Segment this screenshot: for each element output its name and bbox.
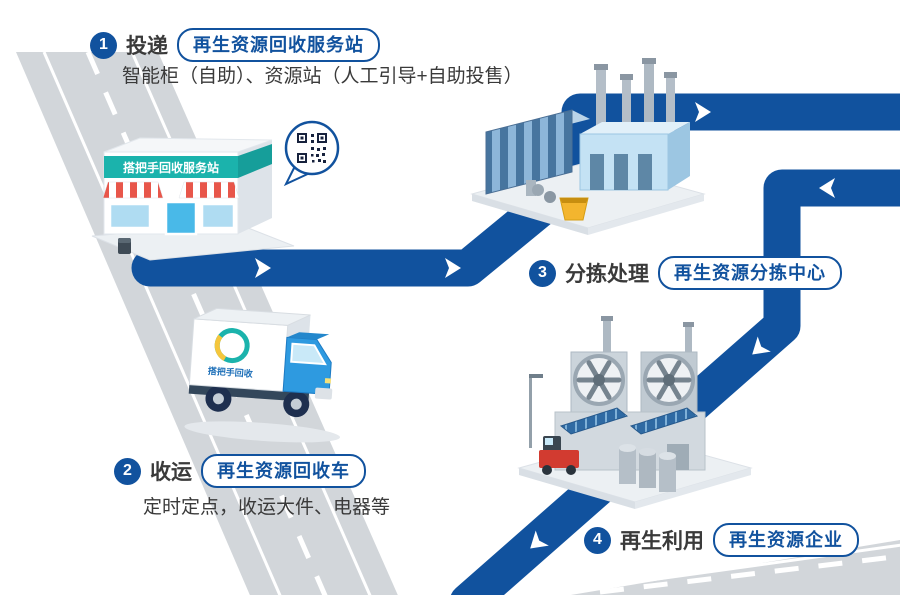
truck-logo-text: 搭把手回收 (207, 365, 253, 379)
store-sign-side (238, 144, 272, 178)
panel-shed (485, 109, 573, 195)
platform-edge (519, 468, 635, 509)
step-2-pill: 再生资源回收车 (201, 454, 366, 488)
sorting-machines (526, 180, 556, 203)
flow-arrow-icon (445, 258, 461, 278)
sorting-center-chimneys (594, 58, 677, 130)
warehouse-doors (590, 154, 652, 190)
truck-box-top (193, 307, 311, 326)
truck-cab-roof (286, 332, 330, 340)
sorting-center-illustration (470, 58, 706, 235)
step-1-description: 智能柜（自助）、资源站（人工引导+自助投售） (122, 66, 523, 87)
step-1: 1 投递 再生资源回收服务站 (90, 28, 380, 62)
truck-wheel-hub (290, 398, 302, 410)
step-3-number-badge: 3 (529, 259, 556, 287)
flow-arrow-icon (530, 530, 549, 549)
truck-windshield (290, 342, 327, 366)
store-sign-band (104, 156, 238, 178)
step-2-description: 定时定点，收运大件、电器等 (143, 497, 391, 518)
flow-arrow-icon (695, 102, 711, 122)
solar-panel-array (629, 407, 699, 435)
truck-wheel-hub (212, 393, 224, 405)
store-window-right (200, 202, 236, 230)
cooling-fan-icon (643, 354, 695, 406)
yellow-dumpster-opening (560, 198, 588, 203)
warehouse-side (668, 122, 690, 190)
street-lamp-head (529, 374, 543, 378)
qr-code-icon (297, 133, 327, 163)
flow-arrow-icon (752, 336, 771, 355)
step-3: 3 分拣处理 再生资源分拣中心 (529, 256, 842, 290)
truck-headlight (324, 378, 332, 384)
step-2-number-badge: 2 (114, 457, 141, 485)
step-2-title: 收运 (150, 461, 192, 484)
warehouse-roof (580, 122, 690, 134)
step-3-pill: 再生资源分拣中心 (658, 256, 842, 290)
step-4-title: 再生利用 (620, 530, 704, 553)
bottom-road-center-dashes (599, 553, 900, 595)
step-1-title: 投递 (126, 35, 168, 58)
flow-arrows (255, 102, 835, 549)
step-4-pill: 再生资源企业 (713, 523, 859, 557)
store-sign-text: 搭把手回收服务站 (123, 160, 219, 175)
cooling-fan-icon (573, 354, 625, 406)
plant-chimneys (601, 316, 694, 354)
step-1-number-badge: 1 (90, 31, 117, 59)
truck-bumper (314, 387, 333, 400)
truck-illustration: 搭把手回收 (184, 307, 341, 443)
truck-shadow (184, 421, 341, 443)
store-awning-right (178, 181, 240, 199)
red-loader-machine (539, 436, 579, 475)
store-awning-left (102, 181, 164, 199)
step-2: 2 收运 再生资源回收车 (114, 454, 366, 488)
store-door (164, 200, 198, 236)
trash-bin-lid (118, 238, 131, 243)
platform-edge (588, 194, 704, 235)
platform-edge (472, 194, 588, 235)
solar-panel-array (559, 407, 629, 435)
qr-code-bubble (283, 120, 340, 187)
street-lamp-pole (529, 378, 532, 448)
step-4-number-badge: 4 (584, 526, 611, 554)
flow-arrow-icon (255, 258, 271, 278)
step-4: 4 再生利用 再生资源企业 (584, 523, 859, 557)
recycling-plant-illustration (517, 316, 753, 509)
store-illustration: 搭把手回收服务站 (91, 137, 295, 261)
storage-silos (619, 444, 676, 492)
step-3-title: 分拣处理 (565, 263, 649, 286)
left-road-edge-line (42, 51, 282, 595)
store-window-left (108, 202, 152, 230)
platform-edge (635, 468, 751, 509)
flow-arrow-icon (819, 178, 835, 198)
step-1-pill: 再生资源回收服务站 (177, 28, 380, 62)
